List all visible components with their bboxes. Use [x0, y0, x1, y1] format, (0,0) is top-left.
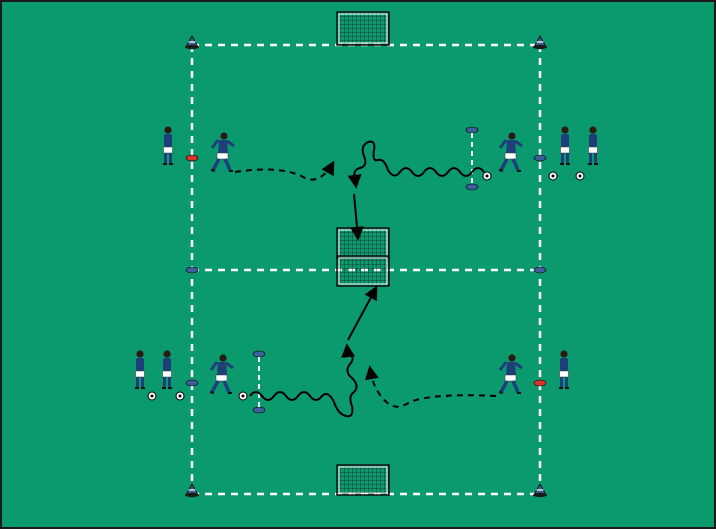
ball — [482, 171, 492, 181]
run-arrow — [234, 160, 335, 181]
run-arrow — [364, 365, 497, 408]
goal-bottom — [336, 464, 390, 496]
dribble-path — [249, 351, 358, 418]
disc-mid-left — [185, 266, 199, 274]
shot-arrow — [347, 285, 378, 341]
dribble-arrowhead — [341, 343, 356, 358]
ball — [175, 391, 185, 401]
dribble-arrowhead — [347, 174, 362, 189]
dribble-path — [353, 140, 485, 181]
shot-arrow — [350, 193, 364, 241]
disc-red-top-left — [185, 154, 199, 162]
ball — [238, 391, 248, 401]
ball — [575, 171, 585, 181]
ball — [147, 391, 157, 401]
disc-red-bottom-right — [533, 379, 547, 387]
disc-mid-right — [533, 266, 547, 274]
goal-top — [336, 11, 390, 46]
disc-blue-top-right — [533, 154, 547, 162]
goal-middle-lower — [336, 255, 390, 287]
ball — [548, 171, 558, 181]
disc-blue-bottom-left — [185, 379, 199, 387]
goal-middle-upper — [336, 227, 390, 259]
movement-arrows — [234, 140, 497, 418]
